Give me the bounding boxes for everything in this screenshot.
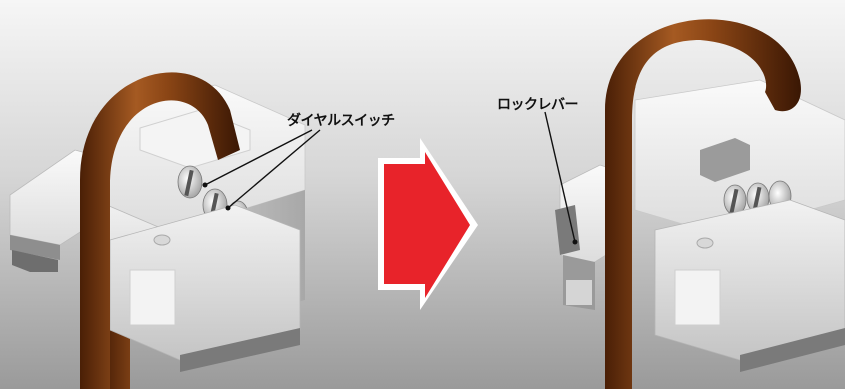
lock-lever-label: ロックレバー [497, 97, 579, 113]
left-screw-hole [153, 234, 171, 246]
lock-leader [544, 111, 576, 243]
dial-leader-1-dot [202, 182, 208, 188]
dial-leader-2-dot [225, 205, 231, 211]
right-cane [605, 19, 801, 389]
left-dial-1-notch [184, 169, 194, 197]
callout-leaders [204, 111, 576, 243]
right-dial-2-notch [752, 186, 762, 212]
right-arrow-icon [384, 152, 470, 298]
right-body-base [740, 328, 845, 372]
right-dial-1-notch [729, 188, 739, 214]
left-body-base [180, 328, 300, 372]
lock-lever-tip [566, 280, 592, 305]
left-clamp-band [10, 235, 60, 260]
dial-leader-1 [204, 129, 313, 186]
dial-switch-label: ダイヤルスイッチ [287, 113, 395, 129]
left-clamp-foot [12, 250, 58, 272]
dial-leader-2 [227, 129, 321, 209]
left-cane-front [80, 72, 240, 389]
lock-leader-dot [572, 239, 578, 245]
right-device [555, 19, 845, 389]
right-slider-block [700, 138, 750, 182]
right-screw-hole [696, 237, 714, 249]
right-front-panel [674, 269, 721, 326]
left-front-panel [129, 269, 176, 326]
left-device [9, 72, 306, 389]
